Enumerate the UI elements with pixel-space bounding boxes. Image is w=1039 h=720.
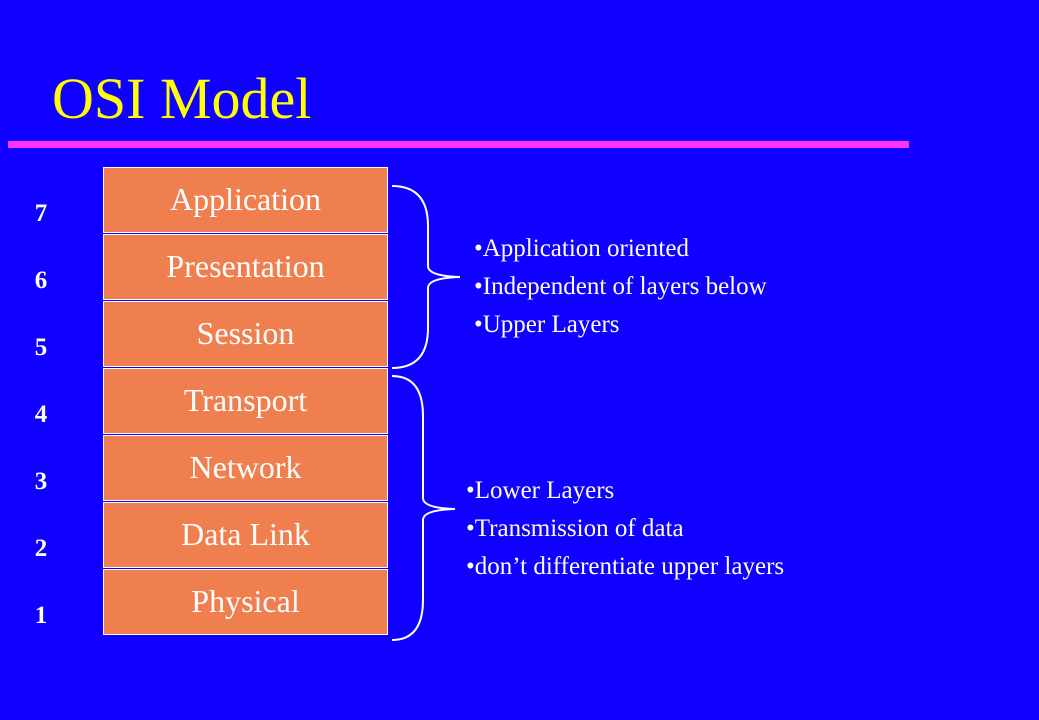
layer-data-link: Data Link [103,502,388,568]
layer-label: Transport [183,382,308,418]
layer-physical: Physical [103,569,388,635]
bullet-item: •Transmission of data [466,515,684,542]
layer-application: Application [103,167,388,233]
layer-label: Session [196,315,295,351]
layer-number-7: 7 [34,200,48,227]
bullet-item: •Independent of layers below [474,273,767,300]
layer-label: Physical [191,583,300,619]
layer-number-5: 5 [34,334,48,361]
slide-title: OSI Model [52,66,312,131]
upper-layers-notes: •Application oriented •Independent of la… [474,230,767,344]
layer-number-3: 3 [34,468,48,495]
layer-transport: Transport [103,368,388,434]
layer-label: Application [169,181,322,217]
layer-number-6: 6 [34,267,48,294]
bullet-item: •Application oriented [474,235,689,262]
layer-number-1: 1 [34,602,48,629]
bullet-item: •Upper Layers [474,311,620,338]
layer-presentation: Presentation [103,234,388,300]
layer-label: Network [189,449,302,485]
lower-layers-notes: •Lower Layers •Transmission of data •don… [466,472,784,586]
title-underline [8,141,909,148]
lower-brace [391,375,456,641]
layer-label: Presentation [166,248,325,284]
layer-network: Network [103,435,388,501]
layer-session: Session [103,301,388,367]
layer-number-4: 4 [34,401,48,428]
bullet-item: •don’t differentiate upper layers [466,553,785,580]
bullet-item: •Lower Layers [466,477,615,504]
layer-number-2: 2 [34,535,48,562]
upper-brace [391,185,461,369]
osi-layer-stack: Application Presentation Session Transpo… [103,167,388,638]
layer-label: Data Link [181,516,310,552]
